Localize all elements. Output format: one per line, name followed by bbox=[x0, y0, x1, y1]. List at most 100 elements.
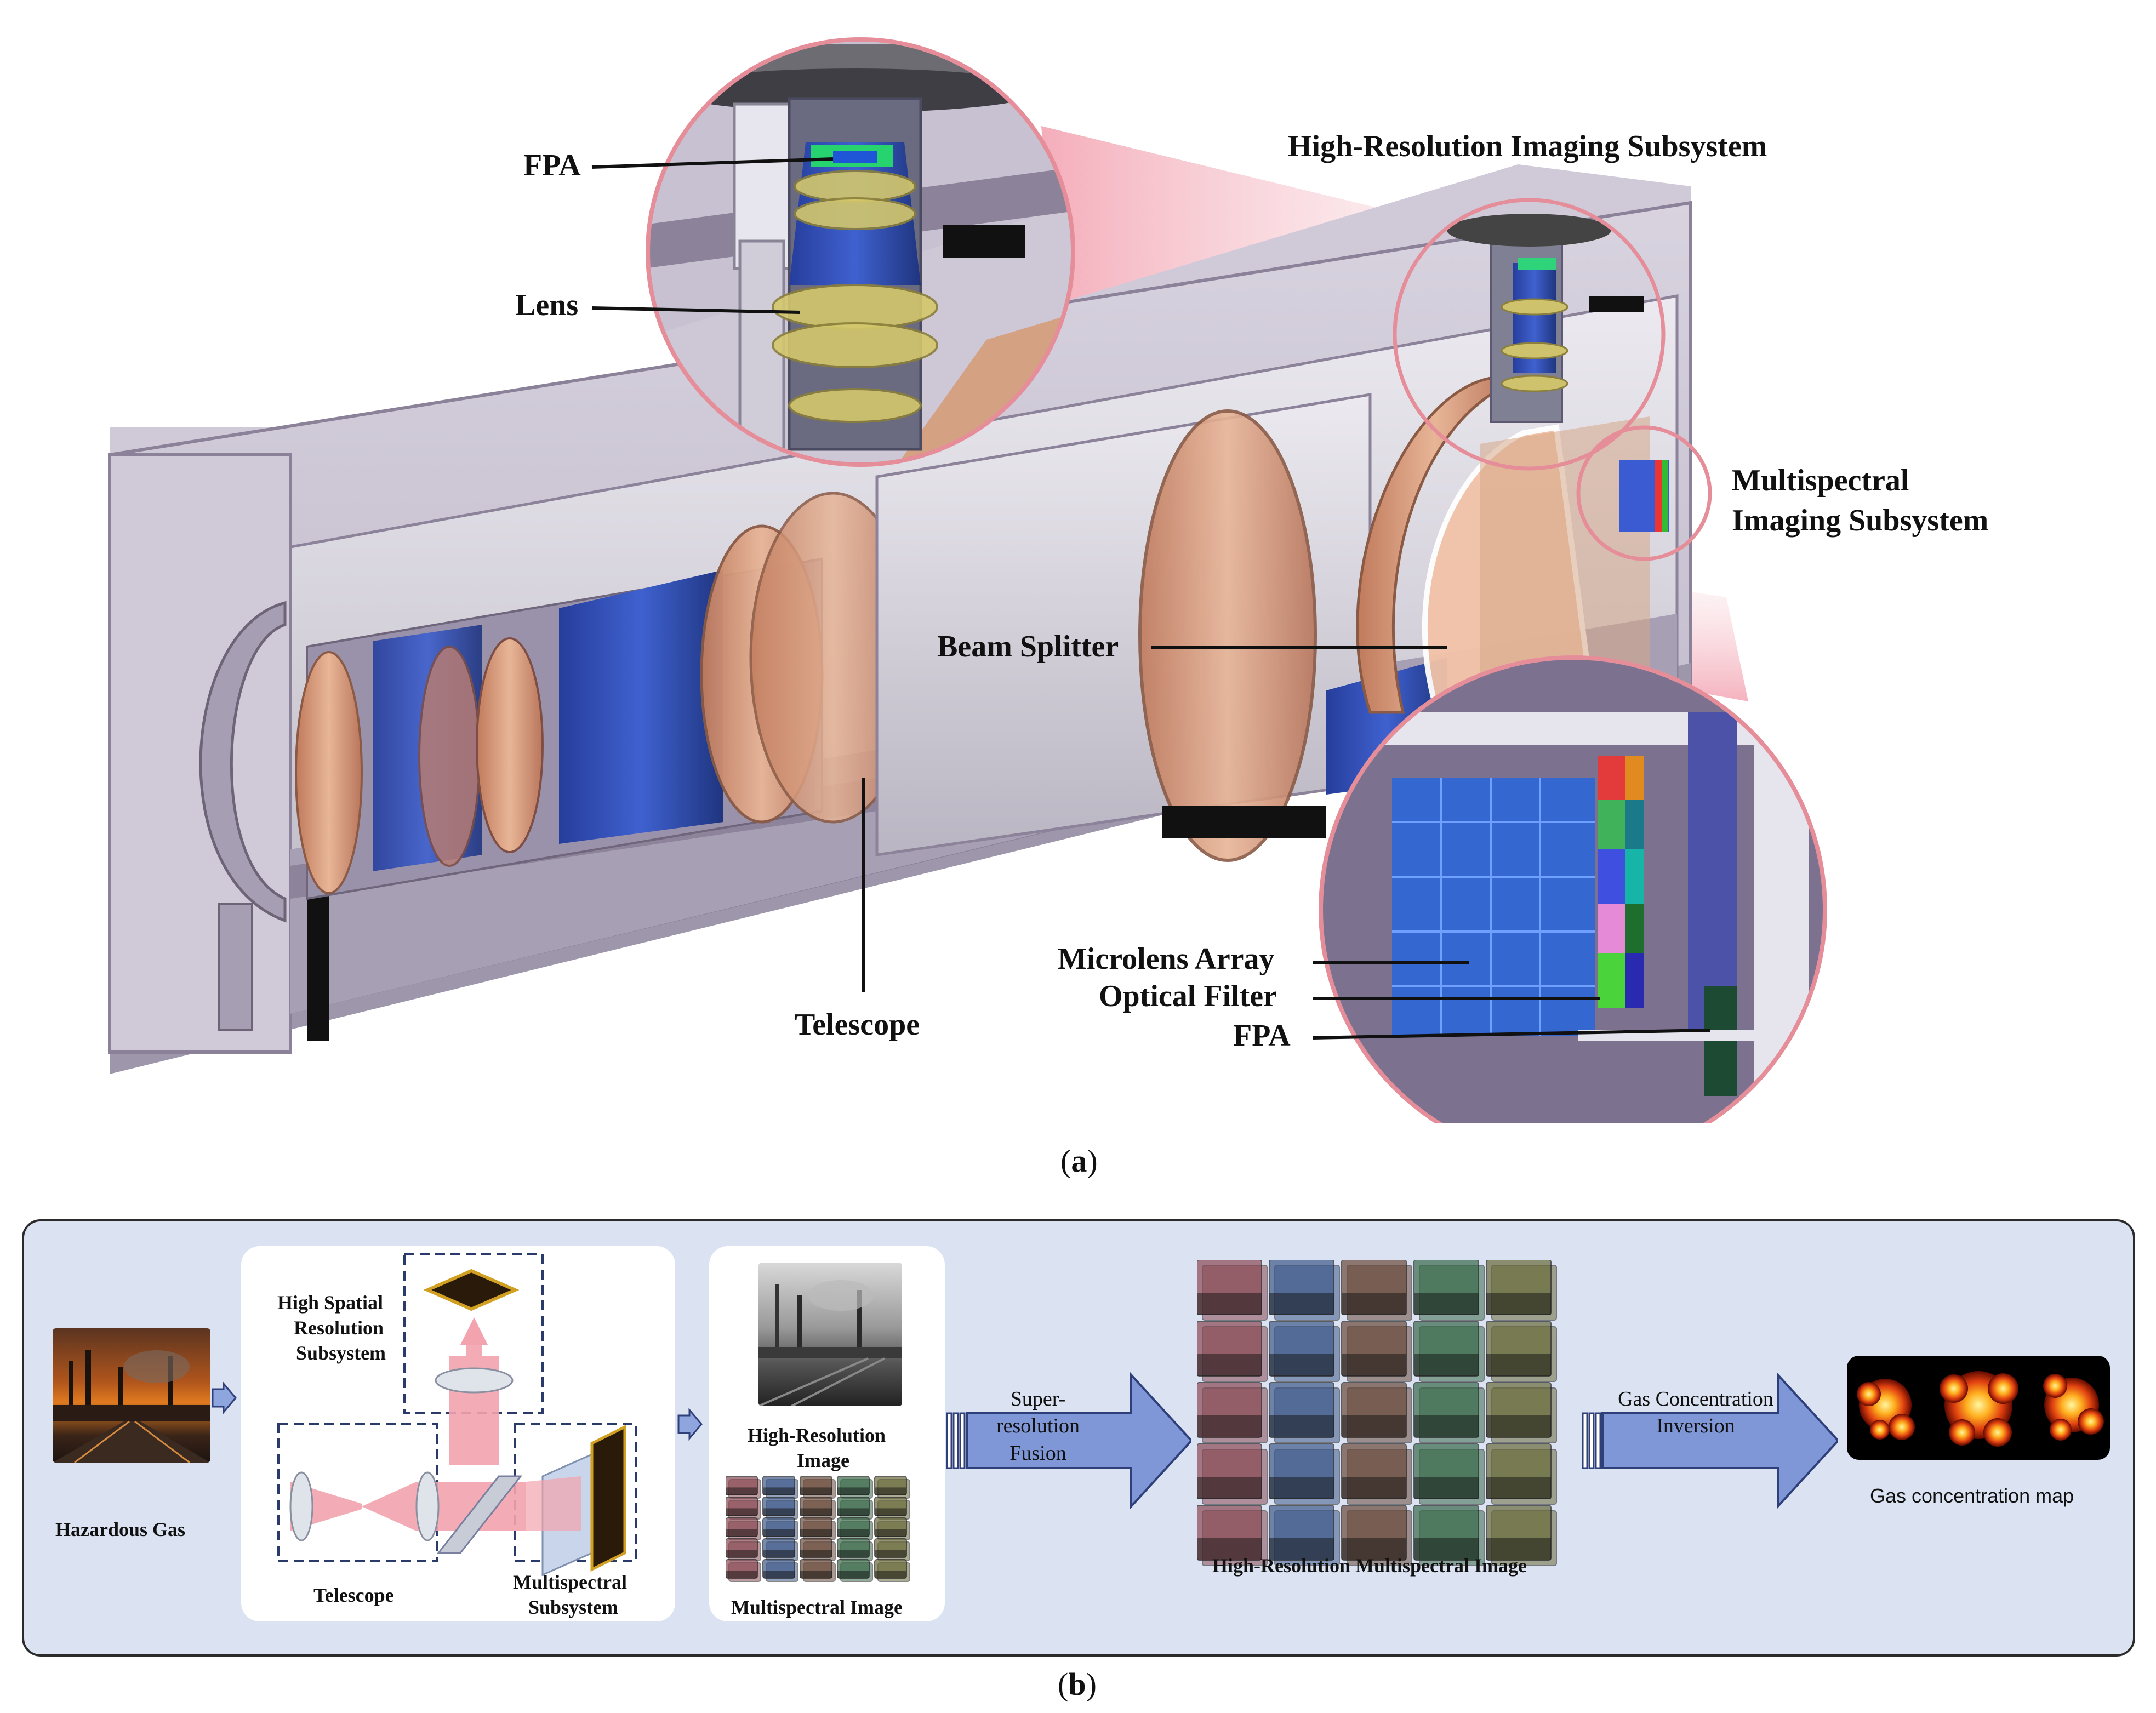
label-hazardous-gas: Hazardous Gas bbox=[55, 1518, 186, 1540]
optical-filter-strip bbox=[1598, 756, 1644, 1008]
tile-shadow bbox=[1414, 1293, 1479, 1315]
label-high-res-image-line1: High-Resolution bbox=[748, 1424, 886, 1446]
high-res-grayscale-image bbox=[758, 1263, 902, 1406]
tile-shadow bbox=[1486, 1293, 1551, 1315]
zoom-circle-multispectral bbox=[1319, 655, 1827, 1123]
tile-shadow bbox=[800, 1529, 832, 1537]
multispectral-subsystem-mini bbox=[1619, 460, 1669, 532]
tile-shadow bbox=[1414, 1538, 1479, 1560]
tile-shadow bbox=[1342, 1293, 1406, 1315]
label-high-spatial-line2: Resolution bbox=[294, 1317, 384, 1339]
hazardous-gas-photo bbox=[53, 1328, 210, 1463]
tile-shadow bbox=[726, 1487, 757, 1495]
tile-shadow bbox=[800, 1508, 832, 1516]
tile-shadow bbox=[1342, 1477, 1406, 1499]
tile-shadow bbox=[1269, 1293, 1334, 1315]
microlens-grid bbox=[1392, 778, 1595, 1036]
gas-inversion-arrow bbox=[1582, 1372, 1838, 1510]
tile-shadow bbox=[1197, 1293, 1262, 1315]
front-flange bbox=[199, 601, 329, 1041]
multispectral-image-stack bbox=[726, 1476, 910, 1582]
chevron-arrow-2 bbox=[677, 1408, 703, 1441]
label-high-res-image-line2: Image bbox=[797, 1449, 849, 1471]
tile-shadow bbox=[1197, 1354, 1262, 1376]
tile-shadow bbox=[726, 1508, 757, 1516]
tile-shadow bbox=[726, 1550, 757, 1557]
optical-system-card bbox=[241, 1246, 675, 1621]
tile-shadow bbox=[875, 1550, 906, 1557]
tile-shadow bbox=[1486, 1415, 1551, 1437]
tile-shadow bbox=[875, 1508, 906, 1516]
label-optical-filter: Optical Filter bbox=[1099, 979, 1277, 1013]
tile-shadow bbox=[837, 1550, 869, 1557]
label-high-spatial-line1: High Spatial bbox=[277, 1292, 384, 1314]
label-hr-ms-image: High-Resolution Multispectral Image bbox=[1212, 1555, 1527, 1577]
tile-shadow bbox=[837, 1487, 869, 1495]
tile-shadow bbox=[1197, 1477, 1262, 1499]
tile-shadow bbox=[800, 1571, 832, 1578]
label-high-res-subsystem: High-Resolution Imaging Subsystem bbox=[1288, 129, 1767, 163]
ring-high-res-mini bbox=[1393, 198, 1666, 471]
tile-shadow bbox=[1342, 1538, 1406, 1560]
label-telescope: Telescope bbox=[795, 1008, 920, 1042]
tile-shadow bbox=[726, 1529, 757, 1537]
tile-shadow bbox=[1269, 1538, 1334, 1560]
tile-shadow bbox=[1486, 1538, 1551, 1560]
optical-system-cutaway bbox=[108, 37, 1827, 1123]
label-telescope-b: Telescope bbox=[313, 1584, 394, 1606]
telescope-assembly bbox=[295, 492, 917, 900]
tile-shadow bbox=[875, 1571, 906, 1578]
chevron-arrow-1 bbox=[212, 1381, 237, 1414]
tile-shadow bbox=[800, 1487, 832, 1495]
tile-shadow bbox=[763, 1529, 795, 1537]
tile-shadow bbox=[1197, 1538, 1262, 1560]
tile-shadow bbox=[1269, 1415, 1334, 1437]
tile-shadow bbox=[837, 1571, 869, 1578]
label-high-spatial-line3: Subsystem bbox=[296, 1342, 386, 1364]
tile-shadow bbox=[1269, 1354, 1334, 1376]
label-multispectral-line2: Imaging Subsystem bbox=[1732, 504, 1989, 538]
tile-shadow bbox=[763, 1571, 795, 1578]
tile-shadow bbox=[1414, 1477, 1479, 1499]
label-multispectral-image: Multispectral Image bbox=[731, 1596, 903, 1618]
label-lens: Lens bbox=[515, 288, 579, 322]
label-gas-map: Gas concentration map bbox=[1870, 1484, 2074, 1507]
tile-shadow bbox=[1342, 1415, 1406, 1437]
tile-shadow bbox=[800, 1550, 832, 1557]
tile-shadow bbox=[837, 1508, 869, 1516]
tile-shadow bbox=[1197, 1415, 1262, 1437]
tile-shadow bbox=[763, 1508, 795, 1516]
label-multispectral-b-line1: Multispectral bbox=[513, 1571, 627, 1593]
label-super-res: Super-resolution Fusion bbox=[996, 1387, 1080, 1465]
tile-shadow bbox=[875, 1529, 906, 1537]
hr-multispectral-image-stack bbox=[1197, 1260, 1557, 1566]
tile-shadow bbox=[1342, 1354, 1406, 1376]
tile-shadow bbox=[763, 1550, 795, 1557]
super-resolution-arrow bbox=[946, 1372, 1191, 1510]
caption-b: (b) bbox=[1058, 1666, 1097, 1702]
tile-shadow bbox=[726, 1571, 757, 1578]
tile-shadow bbox=[763, 1487, 795, 1495]
tile-shadow bbox=[1486, 1354, 1551, 1376]
label-multispectral-b-line2: Subsystem bbox=[528, 1596, 619, 1618]
label-beam-splitter: Beam Splitter bbox=[937, 630, 1119, 664]
tile-shadow bbox=[1414, 1354, 1479, 1376]
label-multispectral-line1: Multispectral bbox=[1732, 464, 1909, 498]
workflow-panel: Hazardous Gas High Spat bbox=[22, 1219, 2135, 1657]
tile-shadow bbox=[1414, 1415, 1479, 1437]
tile-shadow bbox=[875, 1487, 906, 1495]
leader-lines bbox=[591, 157, 1710, 1040]
tile-shadow bbox=[837, 1529, 869, 1537]
ring-multispectral-mini bbox=[1576, 425, 1712, 561]
high-res-subsystem-mini bbox=[1447, 214, 1644, 423]
label-microlens-array: Microlens Array bbox=[1058, 942, 1275, 976]
label-fpa-top: FPA bbox=[523, 149, 581, 182]
caption-a: (a) bbox=[1060, 1143, 1098, 1179]
label-gas-inversion: Gas Concentration Inversion bbox=[1618, 1387, 1773, 1438]
main-barrel bbox=[875, 376, 1650, 862]
label-fpa-bottom: FPA bbox=[1233, 1019, 1291, 1053]
tile-shadow bbox=[1486, 1477, 1551, 1499]
gas-concentration-map bbox=[1847, 1356, 2110, 1460]
tile-shadow bbox=[1269, 1477, 1334, 1499]
zoom-circle-high-res bbox=[646, 37, 1075, 467]
